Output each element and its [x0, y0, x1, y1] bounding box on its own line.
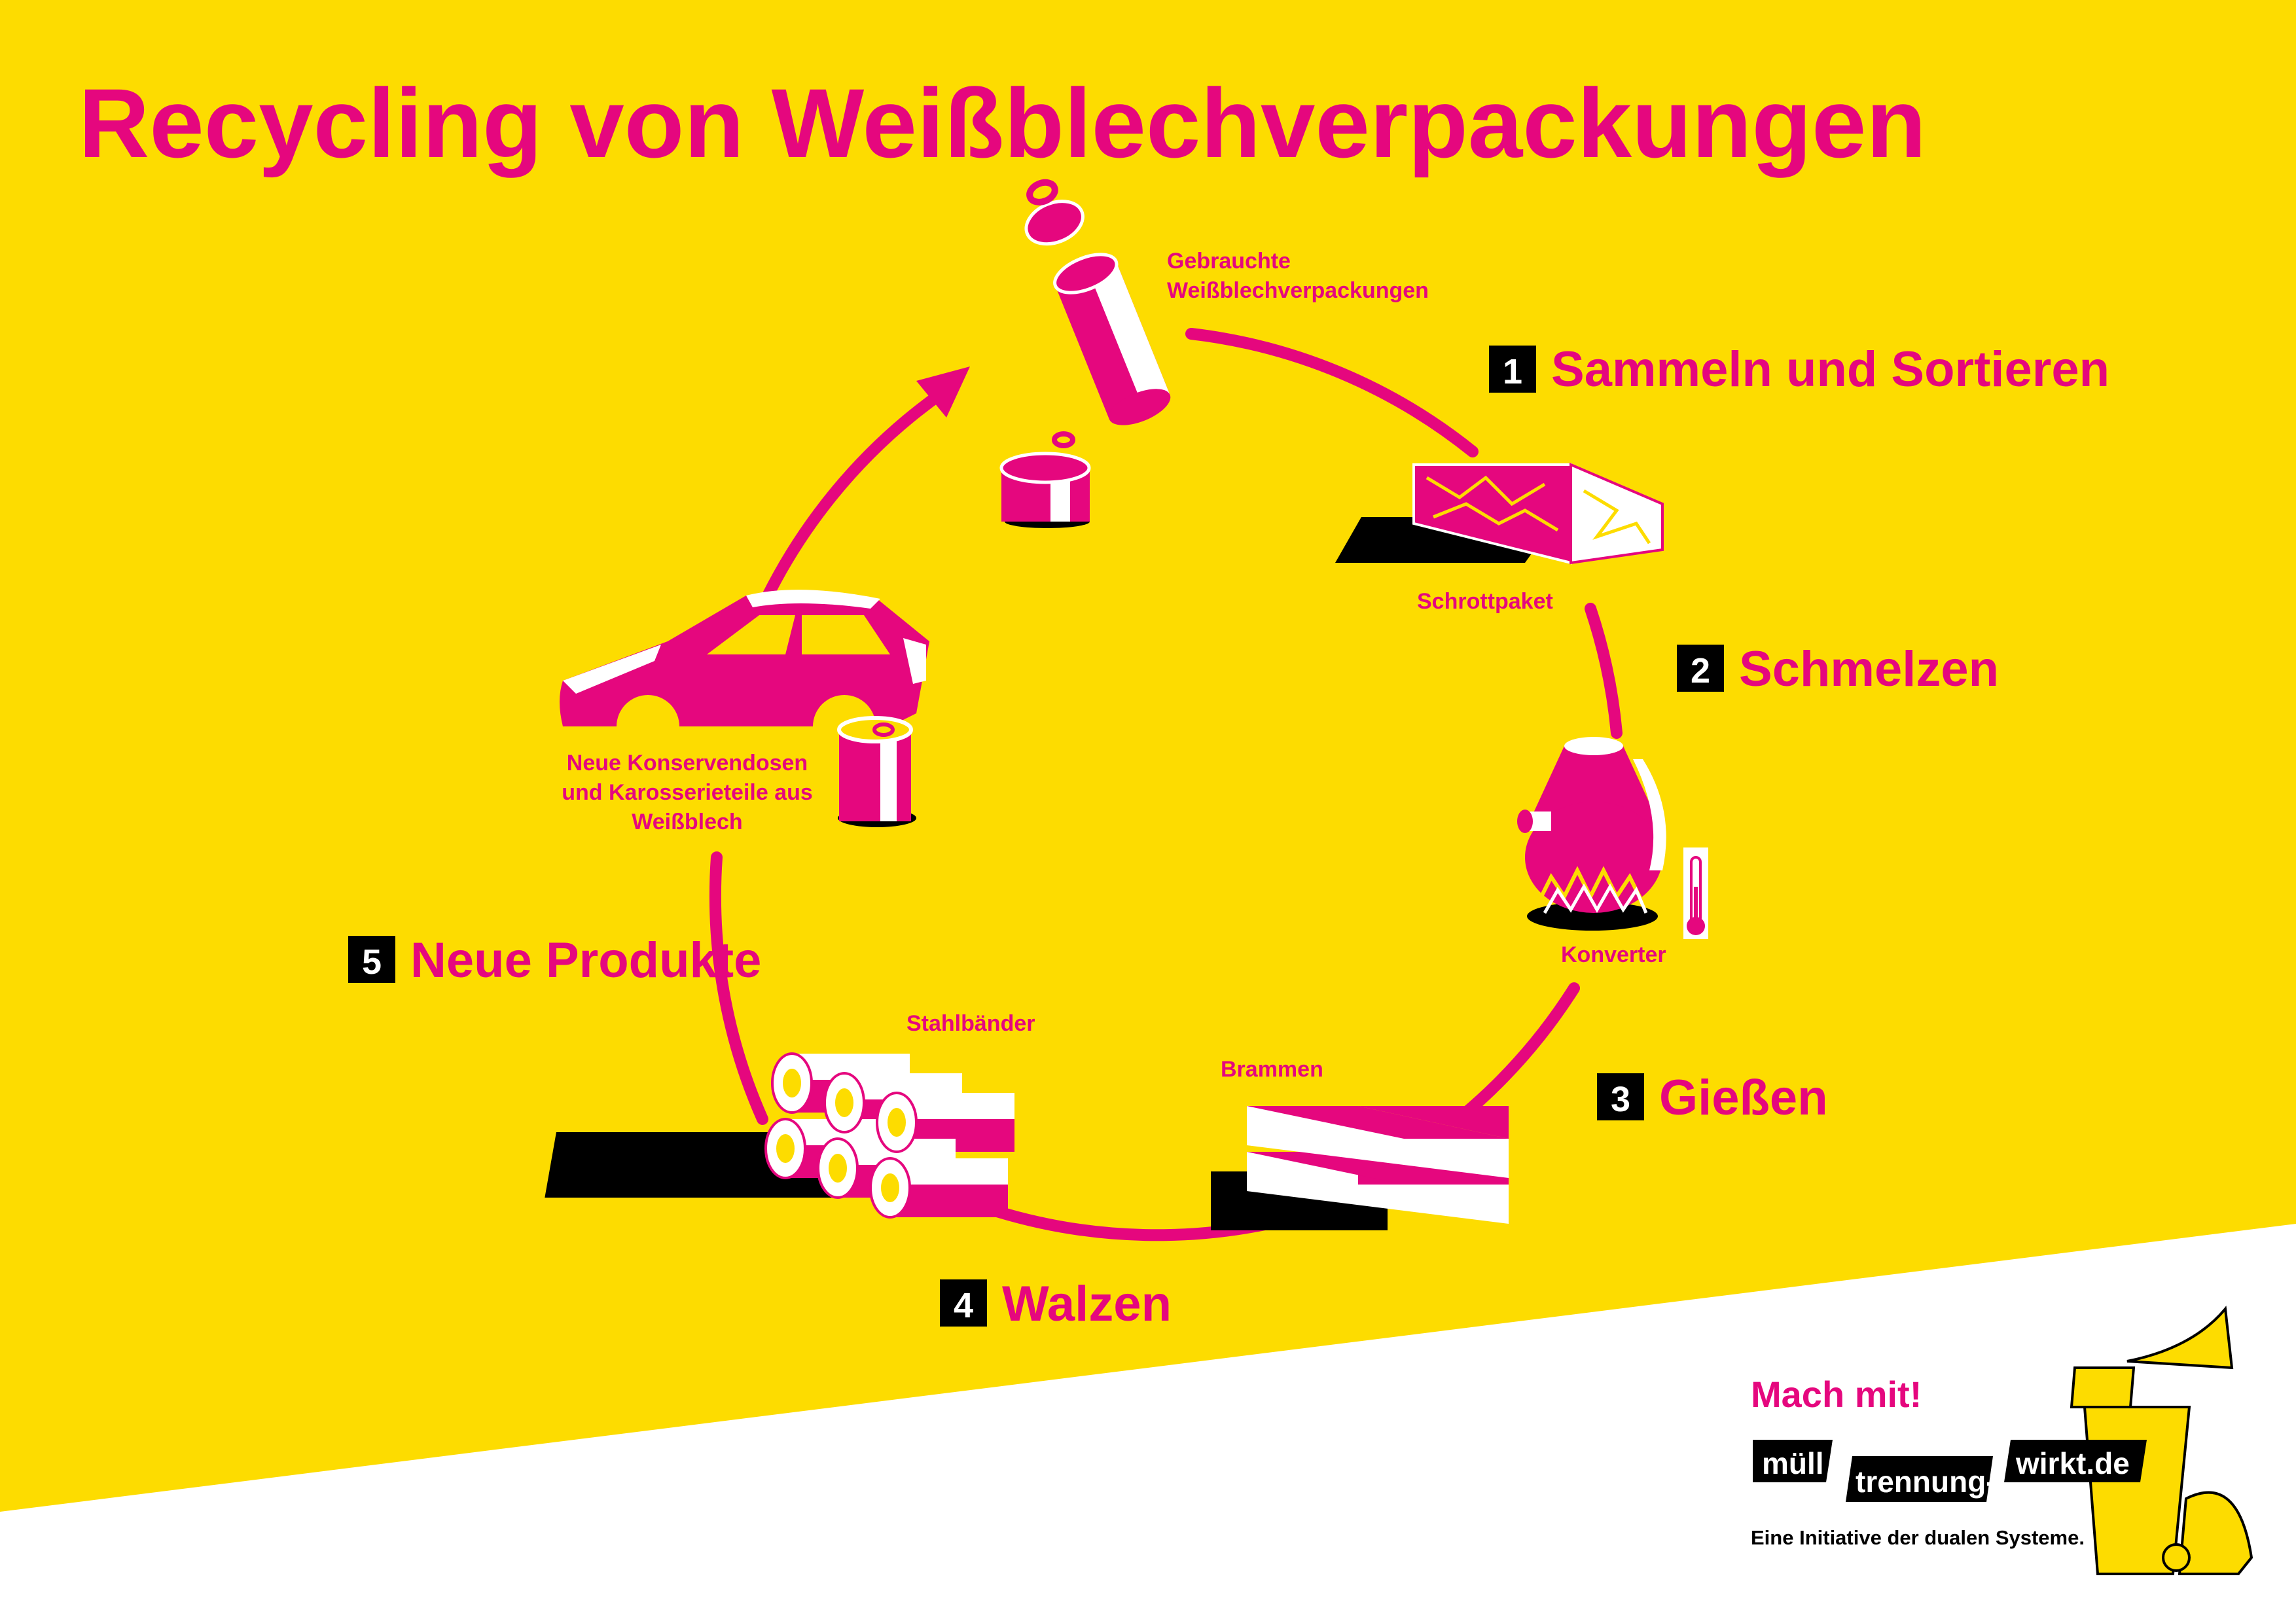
step-1-badge	[1489, 346, 1536, 393]
step-1: 1 Sammeln und Sortieren	[1489, 342, 2109, 397]
logo-box-1	[1753, 1440, 1833, 1482]
step-4-badge	[940, 1279, 987, 1327]
page-title: Recycling von Weißblechverpackungen	[79, 68, 1926, 178]
can-icon	[837, 716, 916, 827]
step-3-badge	[1597, 1073, 1644, 1120]
step-2-label: Schmelzen	[1739, 641, 1999, 697]
footer-cta: Mach mit!	[1751, 1374, 1922, 1415]
step-4-label: Walzen	[1002, 1276, 1172, 1332]
step-3-number: 3	[1611, 1080, 1630, 1119]
step-4: 4 Walzen	[940, 1276, 1172, 1332]
step-5-label: Neue Produkte	[410, 933, 761, 988]
logo-part-2: trennung-	[1856, 1465, 1996, 1499]
scrap-bale-icon	[1335, 462, 1664, 565]
logo-box-3	[2004, 1440, 2147, 1482]
step-3: 3 Gießen	[1597, 1070, 1828, 1126]
step-2-badge	[1677, 645, 1724, 692]
cycle-arrowhead	[916, 366, 970, 418]
thermometer-icon	[1683, 847, 1708, 939]
logo-part-3: wirkt.de	[2015, 1446, 2130, 1480]
step-1-label: Sammeln und Sortieren	[1551, 342, 2109, 397]
white-corner	[0, 1224, 2296, 1623]
label-steel-strips: Stahlbänder	[906, 1011, 1035, 1036]
step-2: 2 Schmelzen	[1677, 641, 1999, 697]
label-used-cans-1: Gebrauchte	[1167, 249, 1291, 274]
logo: müll trennung- wirkt.de	[1753, 1440, 2147, 1502]
steel-coils-icon	[545, 1052, 1014, 1219]
label-new-products-1: Neue Konservendosen	[567, 751, 808, 776]
label-slabs: Brammen	[1221, 1057, 1323, 1082]
car-body-icon	[560, 590, 929, 758]
label-used-cans-2: Weißblechverpackungen	[1167, 278, 1429, 303]
step-1-number: 1	[1503, 352, 1522, 391]
footer-tagline: Eine Initiative der dualen Systeme.	[1751, 1526, 2085, 1549]
logo-part-1: müll	[1762, 1446, 1824, 1480]
logo-box-2	[1846, 1456, 1993, 1502]
step-4-number: 4	[954, 1286, 973, 1325]
converter-icon	[1517, 737, 1666, 931]
yellow-bin-icon	[2070, 1306, 2253, 1575]
cans-icon	[999, 179, 1171, 528]
step-5-number: 5	[362, 942, 382, 982]
step-5: 5 Neue Produkte	[348, 933, 761, 988]
label-converter: Konverter	[1561, 942, 1666, 967]
step-3-label: Gießen	[1659, 1070, 1828, 1126]
slabs-icon	[1211, 1106, 1509, 1230]
cycle-arcs	[709, 328, 1623, 1241]
label-new-products-3: Weißblech	[632, 810, 742, 834]
label-new-products-2: und Karosserieteile aus	[562, 780, 813, 805]
step-5-badge	[348, 936, 395, 983]
label-scrap-bale: Schrottpaket	[1417, 589, 1553, 614]
step-2-number: 2	[1691, 651, 1710, 690]
